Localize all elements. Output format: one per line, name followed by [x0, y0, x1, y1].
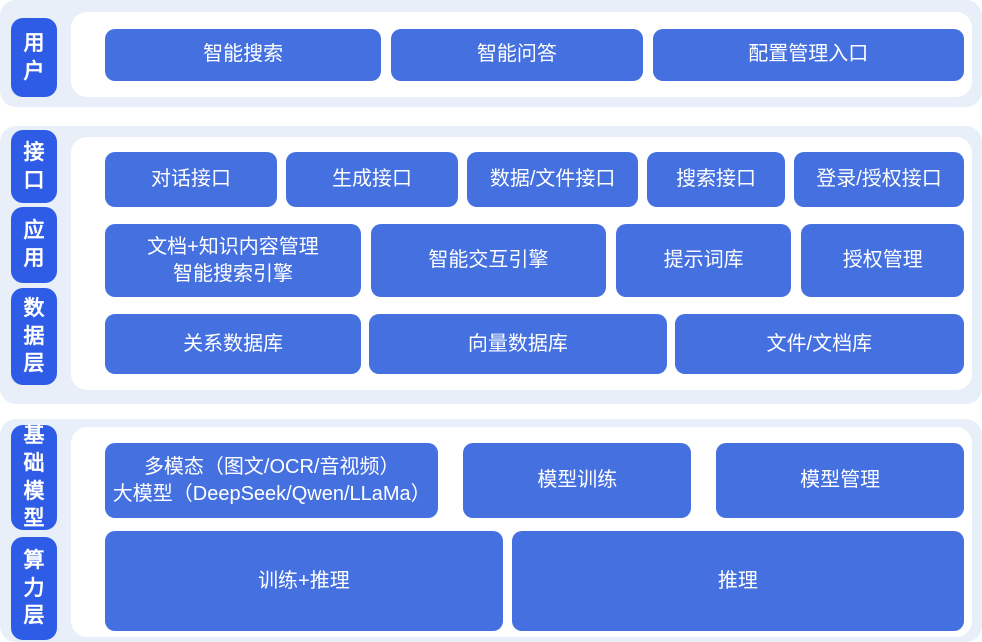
node-training-inference: 训练+推理 [105, 531, 503, 631]
node-dialog-api: 对话接口 [105, 152, 278, 207]
node-prompt-library: 提示词库 [615, 224, 792, 297]
node-data-file-api: 数据/文件接口 [467, 152, 639, 207]
panel-mid-layers: 对话接口 生成接口 数据/文件接口 搜索接口 登录/授权接口 文档+知识内容管理… [71, 137, 972, 390]
layer-tag-foundation-model: 基 础 模 型 [11, 424, 57, 530]
row-user-entries: 智能搜索 智能问答 配置管理入口 [105, 28, 964, 81]
layer-tag-compute: 算 力 层 [11, 537, 57, 640]
row-interfaces: 对话接口 生成接口 数据/文件接口 搜索接口 登录/授权接口 [105, 152, 965, 207]
section-user-layer: 用 户 智能搜索 智能问答 配置管理入口 [0, 0, 982, 107]
row-applications: 文档+知识内容管理 智能搜索引擎 智能交互引擎 提示词库 授权管理 [105, 224, 964, 297]
row-compute: 训练+推理 推理 [105, 531, 964, 631]
node-file-doc-store: 文件/文档库 [674, 314, 964, 374]
node-inference: 推理 [511, 531, 964, 631]
node-generation-api: 生成接口 [286, 152, 459, 207]
node-login-auth-api: 登录/授权接口 [793, 152, 965, 207]
layer-tag-user: 用 户 [11, 18, 57, 97]
layer-tag-data: 数 据 层 [11, 288, 57, 385]
panel-foundation-layers: 多模态（图文/OCR/音视频） 大模型（DeepSeek/Qwen/LLaMa）… [71, 427, 972, 637]
node-doc-knowledge-search-engine: 文档+知识内容管理 智能搜索引擎 [105, 224, 361, 297]
node-interactive-engine: 智能交互引擎 [370, 224, 606, 297]
node-vector-db: 向量数据库 [369, 314, 667, 374]
node-authorization-management: 授权管理 [801, 224, 964, 297]
node-relational-db: 关系数据库 [105, 314, 362, 374]
layer-tag-interface: 接 口 [11, 130, 57, 203]
section-interface-application-data: 接 口 应 用 数 据 层 对话接口 生成接口 数据/文件接口 搜索接口 登录/… [0, 126, 982, 404]
section-foundation-compute: 基 础 模 型 算 力 层 多模态（图文/OCR/音视频） 大模型（DeepSe… [0, 419, 982, 642]
panel-user-layer: 智能搜索 智能问答 配置管理入口 [71, 12, 972, 97]
node-model-training: 模型训练 [463, 443, 692, 518]
row-data-stores: 关系数据库 向量数据库 文件/文档库 [105, 314, 964, 374]
layer-tag-application: 应 用 [11, 207, 57, 283]
node-multimodal-llm: 多模态（图文/OCR/音视频） 大模型（DeepSeek/Qwen/LLaMa） [105, 443, 439, 518]
node-config-management-entry: 配置管理入口 [652, 28, 964, 81]
node-model-management: 模型管理 [716, 443, 964, 518]
node-smart-qa: 智能问答 [391, 28, 643, 81]
row-foundation-models: 多模态（图文/OCR/音视频） 大模型（DeepSeek/Qwen/LLaMa）… [105, 443, 964, 518]
node-search-api: 搜索接口 [647, 152, 785, 207]
node-smart-search: 智能搜索 [105, 28, 382, 81]
